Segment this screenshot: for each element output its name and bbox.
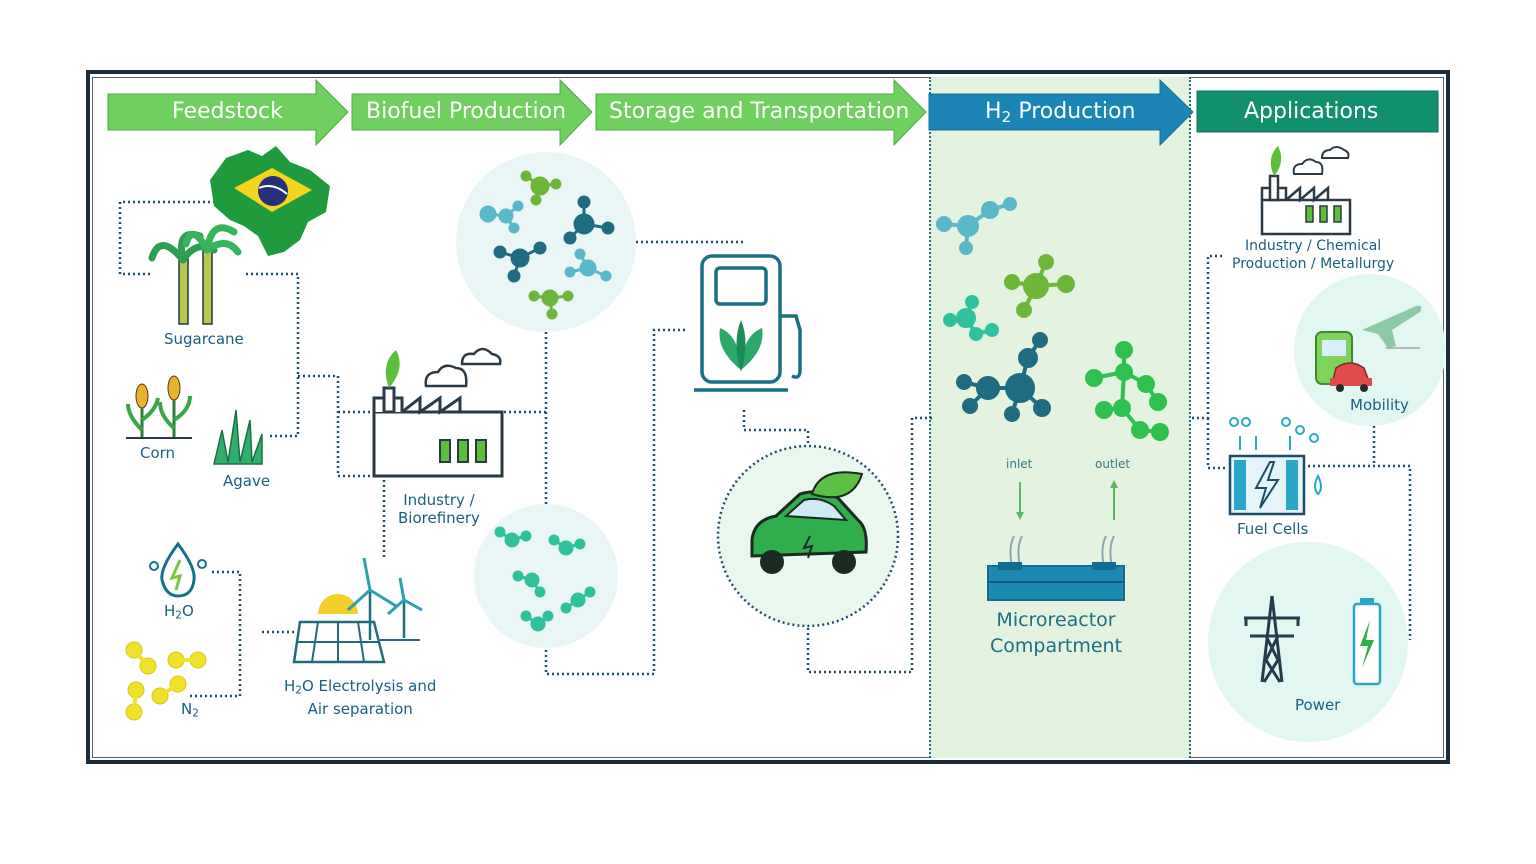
chemical-production-label: Industry / Chemical Production / Metallu…	[1232, 237, 1394, 273]
connector-water	[190, 570, 242, 698]
electro-line1: H2O Electrolysis and	[284, 677, 436, 700]
water-drop-icon	[149, 541, 207, 598]
industry-line1: Industry /	[403, 491, 475, 509]
stage-h2-suffix: Production	[1011, 99, 1136, 124]
outlet-label: outlet	[1095, 457, 1131, 471]
agave-icon	[213, 409, 263, 465]
connector-fuelcell-right	[1308, 464, 1412, 640]
microreactor-label: Microreactor Compartment	[990, 607, 1122, 659]
chemical-line2: Production / Metallurgy	[1232, 256, 1395, 272]
stage-applications-label: Applications	[1244, 99, 1379, 124]
h2o-main: H	[164, 602, 176, 620]
stage-feedstock-label: Feedstock	[172, 99, 283, 124]
molecule-cluster-icon	[479, 170, 615, 320]
stage-arrows	[107, 78, 1439, 147]
leaf-icon	[719, 320, 763, 372]
stage-storage-label: Storage and Transportation	[609, 99, 910, 124]
industry-line2: Biorefinery	[398, 509, 480, 527]
electrolysis-label: H2O Electrolysis and Air separation	[284, 677, 436, 718]
h2-molecule-cluster-icon	[936, 197, 1169, 441]
sugarcane-icon	[148, 224, 242, 325]
power-tower-icon	[1244, 595, 1300, 683]
n2-label: N2	[181, 700, 199, 723]
mobility-label: Mobility	[1350, 396, 1409, 414]
agave-label: Agave	[223, 472, 271, 490]
car-icon	[1330, 362, 1372, 392]
chemical-line1: Industry / Chemical	[1245, 238, 1382, 254]
inlet-label: inlet	[1006, 457, 1033, 471]
connectors	[118, 200, 1412, 698]
connector-brazil-sugarcane	[118, 200, 215, 276]
feedstock-arrow	[107, 78, 349, 147]
electric-car-icon	[750, 471, 868, 574]
corn-icon	[126, 375, 192, 439]
h2-production-zone	[929, 77, 1191, 758]
biofuel-arrow	[351, 78, 593, 147]
h2o-label: H2O	[164, 602, 194, 625]
fuel-cell-icon	[1228, 417, 1322, 516]
battery-icon	[1352, 598, 1382, 686]
h2o-tail: O	[181, 602, 194, 620]
stage-h2-prefix: H	[985, 99, 1002, 124]
electro-line2: Air separation	[307, 699, 413, 718]
sugarcane-label: Sugarcane	[164, 330, 244, 348]
storage-arrow	[595, 78, 927, 147]
solar-wind-icon	[292, 557, 423, 664]
h2-arrow	[928, 78, 1194, 147]
microreactor-line2: Compartment	[990, 635, 1123, 657]
power-label: Power	[1295, 696, 1341, 714]
n2-main: N	[181, 700, 193, 718]
n2-sub: 2	[192, 707, 199, 720]
diagram-inner-border	[92, 77, 1444, 758]
brazil-map-icon	[210, 146, 330, 256]
biofuel-molecule-bubble-lower	[474, 504, 618, 648]
molecule-cluster-icon	[494, 526, 596, 632]
fuel-pump-icon	[694, 254, 802, 392]
fuel-cells-label: Fuel Cells	[1237, 520, 1309, 538]
electro-sub: 2	[295, 684, 302, 697]
factory-icon	[372, 347, 504, 478]
connector-pump-car	[742, 410, 810, 446]
biofuel-molecule-bubble	[456, 152, 636, 332]
corn-label: Corn	[140, 444, 176, 462]
applications-box	[1196, 90, 1439, 133]
industry-biorefinery-label: Industry / Biorefinery	[398, 491, 480, 527]
connector-h2-apps	[1192, 254, 1222, 420]
power-bubble	[1208, 542, 1408, 742]
stage-biofuel-label: Biofuel Production	[366, 99, 567, 124]
chemical-factory-icon	[1260, 146, 1352, 236]
electro-line1-tail: O Electrolysis and	[301, 677, 437, 695]
connector-feedstock-industry	[298, 374, 372, 478]
connector-industry-molecules	[504, 330, 548, 414]
h2o-sub: 2	[175, 609, 182, 622]
stage-h2-label: H2 Production	[985, 99, 1135, 126]
nitrogen-molecule-icon	[125, 641, 207, 721]
airplane-icon	[1362, 305, 1422, 349]
microreactor-icon	[987, 480, 1125, 601]
electro-prefix: H	[284, 677, 296, 695]
connector-bottom-to-pump	[544, 328, 688, 676]
connector-sugarcane	[246, 272, 300, 438]
microreactor-line1: Microreactor	[996, 609, 1116, 631]
stage-h2-sub: 2	[1001, 107, 1012, 126]
connector-apps-fuelcell	[1206, 418, 1228, 470]
